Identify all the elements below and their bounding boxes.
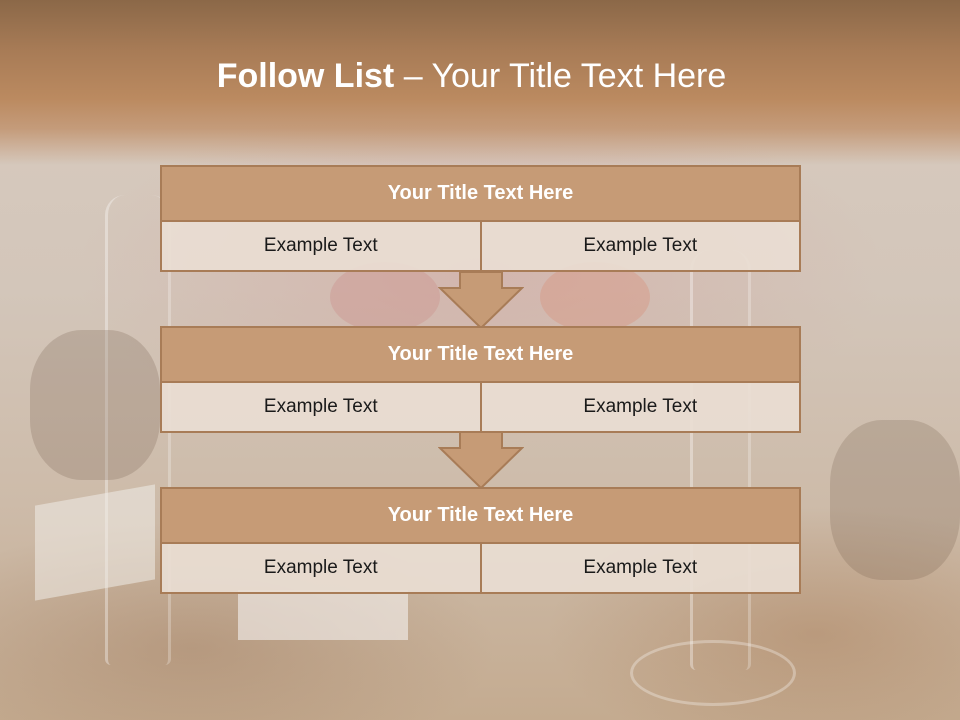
block-row: Example Text Example Text [160,383,801,433]
background-rose-right [540,262,650,332]
block-cell-right: Example Text [481,544,801,594]
block-cell-right: Example Text [481,222,801,272]
background-rose-left [330,262,440,332]
background-shadow-left [30,330,160,480]
list-block-2: Your Title Text Here Example Text Exampl… [160,326,801,433]
block-cell-left: Example Text [160,544,482,594]
block-cell-left: Example Text [160,383,482,433]
background-plate [630,640,796,706]
slide-title-rest: – Your Title Text Here [394,57,727,95]
block-title: Your Title Text Here [160,165,801,222]
down-arrow-icon [438,272,524,330]
slide-title: Follow List – Your Title Text Here [0,55,943,97]
list-block-1: Your Title Text Here Example Text Exampl… [160,165,801,272]
block-row: Example Text Example Text [160,222,801,272]
block-title: Your Title Text Here [160,326,801,383]
title-banner [0,0,960,165]
background-name-card [238,590,408,640]
block-row: Example Text Example Text [160,544,801,594]
block-cell-right: Example Text [481,383,801,433]
background-glass-right [690,250,751,670]
block-title: Your Title Text Here [160,487,801,544]
list-block-3: Your Title Text Here Example Text Exampl… [160,487,801,594]
down-arrow-icon [438,432,524,490]
background-shadow-right [830,420,960,580]
block-cell-left: Example Text [160,222,482,272]
slide-title-bold: Follow List [216,57,395,95]
